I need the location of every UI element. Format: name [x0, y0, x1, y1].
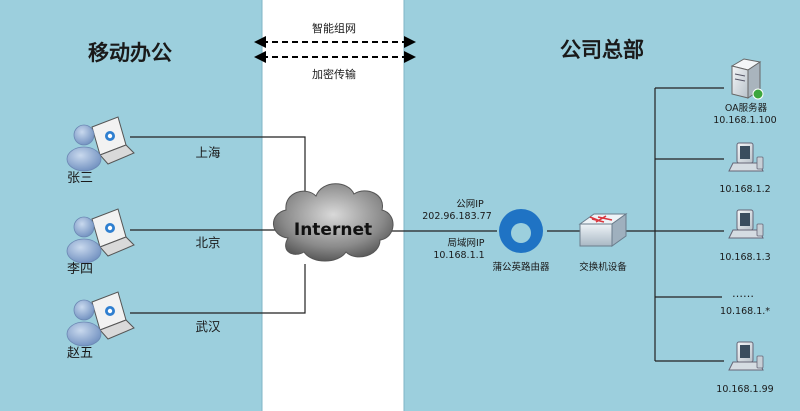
client-ip: 10.168.1.2 — [719, 184, 770, 195]
client-ip: 10.168.1.99 — [716, 384, 773, 395]
city-label: 北京 — [195, 235, 220, 250]
left-panel-title: 移动办公 — [88, 41, 172, 65]
client-ip: 10.168.1.3 — [719, 252, 770, 263]
internet-label: Internet — [294, 220, 372, 240]
router-label: 蒲公英路由器 — [492, 261, 550, 273]
encrypted-transfer-label: 加密传输 — [312, 67, 356, 81]
internet-cloud-icon — [273, 183, 394, 262]
user-name: 赵五 — [67, 346, 93, 361]
lan-ip-title: 局域网IP — [447, 237, 484, 249]
server-name: OA服务器 — [725, 102, 768, 114]
smart-network-arrows — [254, 36, 416, 63]
city-label: 上海 — [195, 145, 221, 160]
user-name: 李四 — [67, 262, 93, 277]
user-name: 张三 — [67, 171, 93, 186]
more-clients-ellipsis: …… — [732, 287, 754, 300]
switch-icon — [578, 213, 628, 247]
public-ip-title: 公网IP — [456, 199, 484, 210]
city-label: 武汉 — [195, 319, 221, 334]
router-icon — [499, 209, 543, 253]
server-ip: 10.168.1.100 — [713, 115, 776, 126]
public-ip-value: 202.96.183.77 — [422, 211, 492, 222]
server-icon — [730, 58, 764, 100]
smart-network-label: 智能组网 — [312, 21, 356, 35]
user-links — [130, 87, 724, 362]
right-panel-title: 公司总部 — [560, 38, 644, 62]
client-ip: 10.168.1.* — [720, 306, 770, 317]
left-panel-bg — [0, 0, 262, 411]
switch-label: 交换机设备 — [579, 261, 627, 273]
lan-ip-value: 10.168.1.1 — [433, 250, 484, 261]
